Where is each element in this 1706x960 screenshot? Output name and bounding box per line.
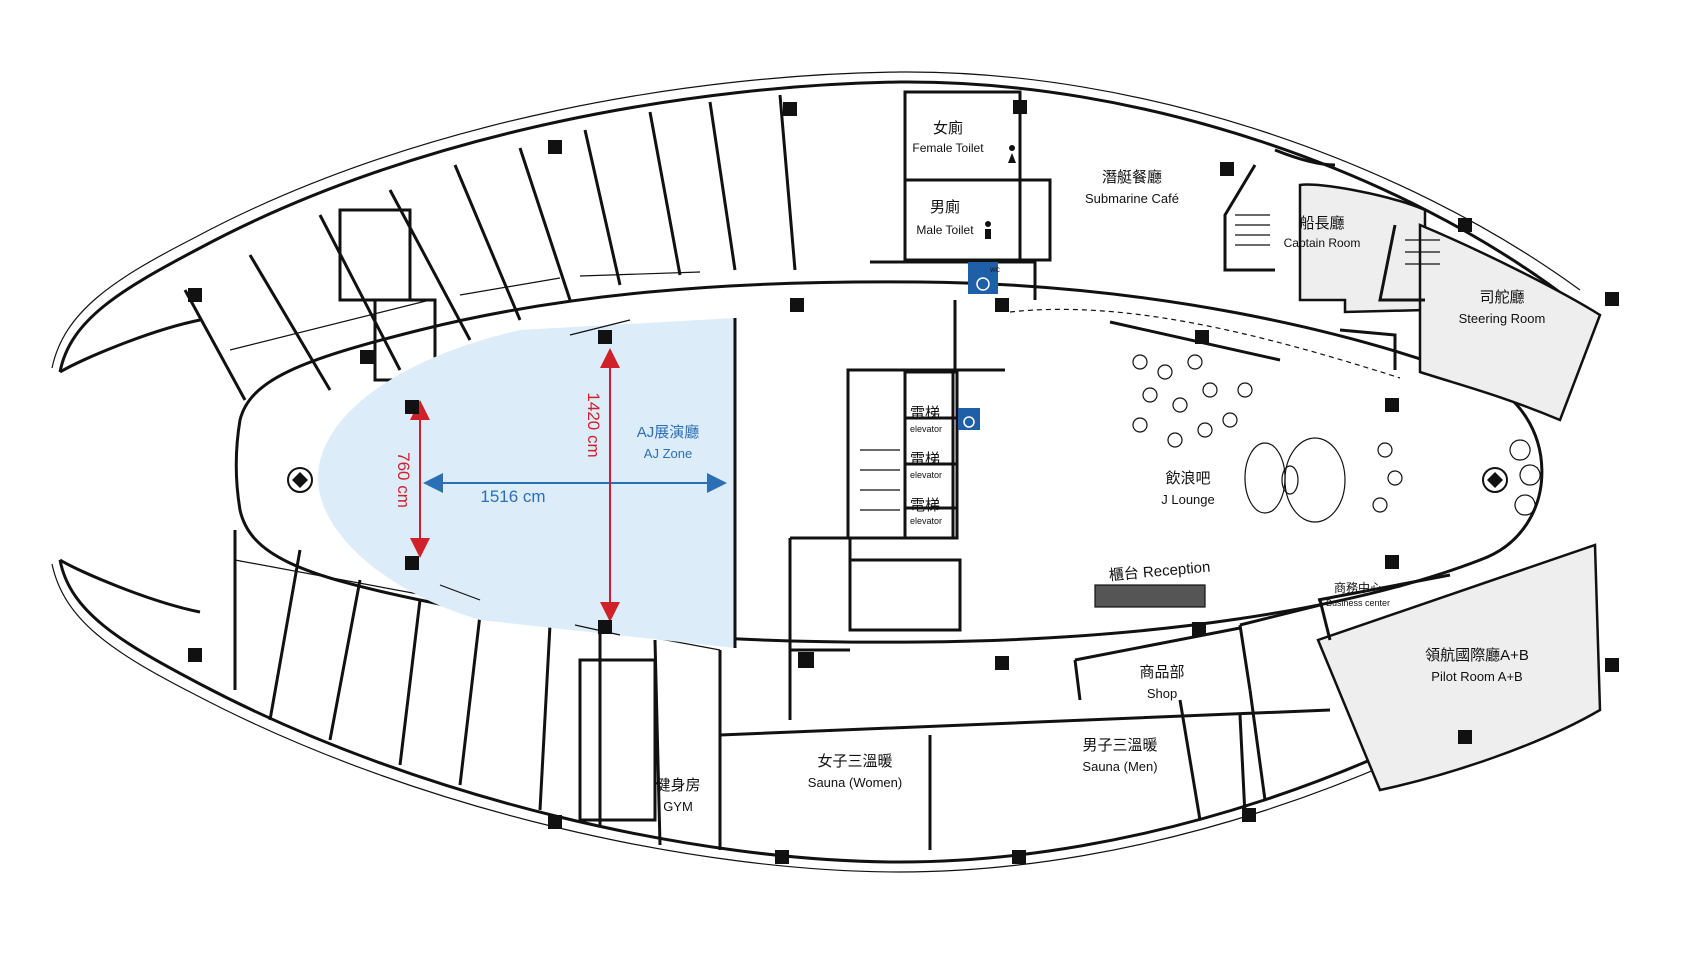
shop-zh: 商品部: [1139, 664, 1184, 681]
accessible-elevator-icon: [963, 416, 975, 428]
shop-en: Shop: [1147, 686, 1177, 701]
pilot-room-en: Pilot Room A+B: [1431, 669, 1522, 684]
reception-label: 櫃台 Reception: [1108, 559, 1211, 585]
j-lounge-en: J Lounge: [1161, 492, 1215, 507]
male-toilet-en: Male Toilet: [916, 223, 974, 237]
aj-zone-en: AJ Zone: [644, 446, 692, 461]
business-center-en: Business center: [1326, 598, 1390, 608]
steering-room-en: Steering Room: [1459, 311, 1546, 326]
captain-room-en: Captain Room: [1284, 236, 1361, 250]
room-labels: 女廁 Female Toilet 男廁 Male Toilet 潛艇餐廳 Sub…: [637, 119, 1546, 814]
steering-room-zh: 司舵廳: [1479, 288, 1524, 306]
elevator-3-en: elevator: [910, 516, 942, 526]
accessible-wc-icon: WC: [976, 268, 1001, 291]
gym-en: GYM: [663, 799, 693, 814]
central-core: [788, 90, 1052, 720]
dimension-lines: [410, 348, 727, 622]
submarine-cafe-zh: 潛艇餐廳: [1102, 168, 1162, 186]
lounge-furniture: [1009, 308, 1541, 608]
sauna-women-en: Sauna (Women): [808, 775, 902, 790]
aj-zone-zh: AJ展演廳: [637, 423, 700, 441]
elevator-2-en: elevator: [910, 470, 942, 480]
gym-zh: 健身房: [655, 777, 700, 794]
elevator-1-en: elevator: [910, 424, 942, 434]
female-toilet-en: Female Toilet: [912, 141, 984, 155]
outer-hull: [51, 71, 1581, 873]
submarine-cafe-en: Submarine Café: [1085, 191, 1179, 206]
dimension-width-label: 1516 cm: [480, 487, 545, 506]
dimension-front-label: 760 cm: [394, 452, 413, 508]
female-toilet-zh: 女廁: [933, 119, 963, 137]
pilot-room-zh: 領航國際廳A+B: [1425, 646, 1529, 664]
dimension-labels: 1516 cm 1420 cm 760 cm: [394, 392, 603, 507]
captain-room-zh: 船長廳: [1299, 214, 1344, 232]
elevator-1-zh: 電梯: [910, 405, 940, 422]
j-lounge-zh: 飲浪吧: [1165, 470, 1210, 487]
inner-ring: [234, 280, 1544, 644]
wc-sign-label: WC: [990, 268, 1001, 274]
elevator-3-zh: 電梯: [910, 497, 940, 514]
right-rooms: [719, 148, 1602, 850]
end-markers: [287, 467, 1508, 493]
male-toilet-icon: [985, 221, 991, 239]
sauna-women-zh: 女子三溫暖: [817, 752, 892, 770]
business-center-zh: 商務中心: [1334, 580, 1382, 595]
male-toilet-zh: 男廁: [930, 198, 960, 216]
sauna-men-zh: 男子三溫暖: [1082, 737, 1157, 754]
elevator-2-zh: 電梯: [910, 451, 940, 468]
dimension-depth-label: 1420 cm: [584, 392, 603, 457]
female-toilet-icon: [1008, 145, 1016, 163]
toilet-icons: WC: [963, 145, 1016, 428]
structural-columns: [188, 100, 1619, 864]
sauna-men-en: Sauna (Men): [1082, 759, 1157, 774]
